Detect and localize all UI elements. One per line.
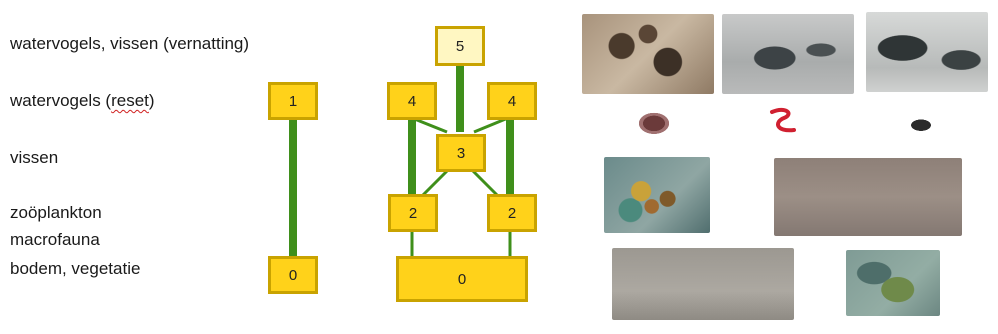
chain-a-node-0: 0 [268,256,318,294]
chain-a-node-1: 1 [268,82,318,120]
chain-a-edge [289,118,297,258]
level-label-3: vissen [10,148,59,167]
photo-dark-insect [898,112,944,136]
edge-3-2r [470,168,502,200]
level-label-2a: zoöplankton [10,203,102,222]
edge-4l-3 [411,116,448,134]
web-node-4-right: 4 [487,82,537,120]
level-label-2b: macrofauna [10,230,100,249]
web-node-2-left: 2 [388,194,438,232]
web-node-3: 3 [436,134,486,172]
edge-4r-3 [473,116,509,134]
web-node-0: 0 [396,256,528,302]
edge-3-2l [418,168,450,200]
level-label-4: watervogels (reset) [10,91,155,110]
web-node-5: 5 [435,26,485,66]
web-node-2-right: 2 [487,194,537,232]
photo-water-birds [722,14,854,94]
spellcheck-word: reset [111,91,149,110]
photo-plankton [604,157,710,233]
web-node-4-left: 4 [387,82,437,120]
photo-sediment [774,158,962,236]
photo-small-animal [632,108,676,136]
photo-mudflat [612,248,794,320]
photo-fish-shoal [866,12,988,92]
level-label-1: bodem, vegetatie [10,259,141,278]
photo-vegetation [846,250,940,316]
photo-ducks [582,14,714,94]
photo-red-worm [770,107,796,133]
level-label-5: watervogels, vissen (vernatting) [10,34,250,53]
